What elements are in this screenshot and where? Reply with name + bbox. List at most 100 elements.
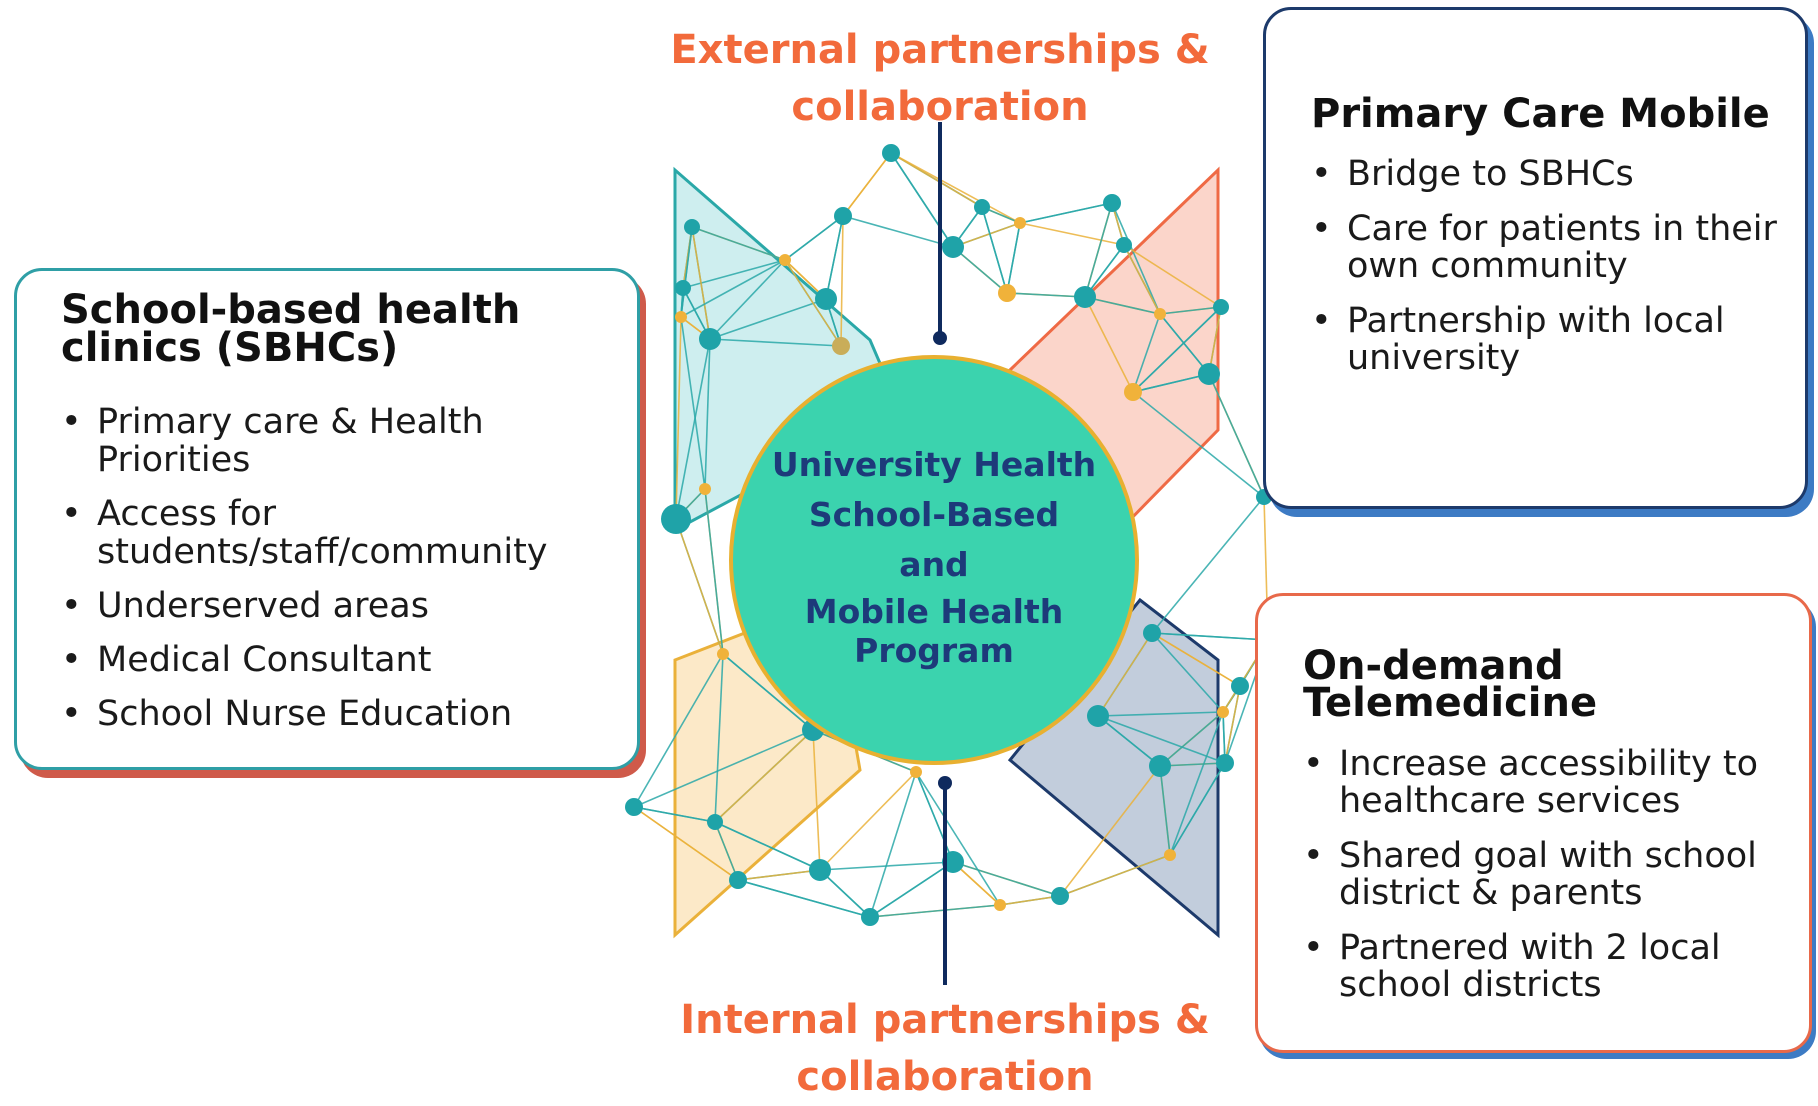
- network-edge: [714, 653, 724, 823]
- network-node: [942, 236, 964, 258]
- hub-line-3: and: [899, 545, 969, 584]
- network-edge: [842, 215, 954, 248]
- network-edge: [633, 653, 724, 808]
- network-node: [942, 851, 964, 873]
- network-edge: [869, 771, 917, 918]
- network-edge: [1159, 711, 1224, 767]
- network-edge: [682, 259, 786, 289]
- list-item: Shared goal with school district & paren…: [1303, 838, 1789, 912]
- list-item: Bridge to SBHCs: [1311, 156, 1785, 194]
- network-edge: [737, 879, 871, 918]
- network-edge: [714, 821, 821, 871]
- network-edge: [784, 259, 842, 347]
- network-edge: [1169, 711, 1224, 856]
- network-edge: [704, 488, 724, 655]
- network-node: [1014, 217, 1026, 229]
- network-node: [974, 199, 990, 215]
- list-item: Increase accessibility to healthcare ser…: [1303, 746, 1789, 820]
- network-edge: [709, 259, 786, 340]
- network-edge: [633, 806, 716, 823]
- network-edge: [1132, 306, 1222, 393]
- network-edge: [952, 861, 1061, 897]
- network-edge: [675, 518, 724, 655]
- network-node: [1154, 308, 1166, 320]
- network-edge: [680, 316, 706, 490]
- list-item: Partnership with local university: [1311, 303, 1785, 377]
- network-edge: [1132, 373, 1210, 393]
- network-edge: [819, 861, 954, 871]
- network-edge: [691, 226, 786, 261]
- network-edge: [819, 869, 871, 918]
- network-edge: [1084, 296, 1161, 315]
- network-node: [675, 311, 687, 323]
- network-edge: [1208, 306, 1222, 375]
- network-node: [1198, 363, 1220, 385]
- list-item: Medical Consultant: [61, 641, 607, 679]
- network-node: [625, 798, 643, 816]
- list-item: Partnered with 2 local school districts: [1303, 930, 1789, 1004]
- network-node: [779, 254, 791, 266]
- network-node: [1074, 286, 1096, 308]
- network-edge: [1084, 296, 1134, 393]
- network-edge: [1208, 373, 1265, 498]
- network-node: [699, 483, 711, 495]
- network-node: [661, 504, 691, 534]
- network-edge: [1019, 222, 1125, 246]
- network-edge: [842, 152, 892, 217]
- hub-line-2: School-Based: [808, 495, 1060, 534]
- hub-line-4: Mobile Health: [804, 592, 1064, 631]
- network-edge: [722, 653, 814, 731]
- network-edge: [1132, 313, 1161, 393]
- network-node: [1231, 677, 1249, 695]
- network-edge: [675, 338, 711, 520]
- list-item: Care for patients in their own community: [1311, 211, 1785, 285]
- network-node: [809, 859, 831, 881]
- network-edge: [840, 215, 844, 347]
- hub-line-5: Program: [854, 631, 1014, 670]
- network-edge: [704, 338, 711, 490]
- network-edge: [1097, 632, 1153, 717]
- network-node: [699, 328, 721, 350]
- network-edge: [1151, 496, 1265, 634]
- network-edge: [1132, 391, 1265, 498]
- network-edge: [714, 729, 814, 823]
- network-edge: [952, 222, 1021, 248]
- network-edge: [1006, 222, 1021, 294]
- network-edge: [737, 869, 821, 881]
- network-node: [882, 144, 900, 162]
- network-edge: [1224, 685, 1241, 764]
- network-edge: [869, 904, 1001, 918]
- network-node: [998, 284, 1016, 302]
- external-partnerships-label: External partnerships & collaboration: [670, 27, 1210, 130]
- network-edge: [691, 226, 711, 340]
- telemedicine-card: On-demand Telemedicine Increase accessib…: [1255, 593, 1812, 1053]
- network-edge: [1084, 202, 1113, 298]
- program-hub-text: University Health School-Based and Mobil…: [769, 440, 1099, 668]
- network-edge: [1123, 244, 1161, 315]
- network-node: [1103, 194, 1121, 212]
- network-node: [1116, 237, 1132, 253]
- network-node: [1213, 299, 1229, 315]
- internal-connector-dot: [938, 776, 952, 790]
- network-edge: [784, 215, 844, 261]
- network-edge: [1097, 711, 1224, 717]
- network-node: [910, 766, 922, 778]
- network-node: [684, 219, 700, 235]
- network-node: [1217, 706, 1229, 718]
- network-node: [1051, 887, 1069, 905]
- primary-care-mobile-card: Primary Care Mobile Bridge to SBHCs Care…: [1263, 7, 1808, 509]
- network-node: [832, 337, 850, 355]
- network-edge: [952, 246, 1008, 294]
- network-edge: [812, 729, 821, 871]
- list-item: Underserved areas: [61, 587, 607, 625]
- network-edge: [1151, 632, 1241, 687]
- network-edge: [1059, 765, 1161, 897]
- telemedicine-list: Increase accessibility to healthcare ser…: [1303, 746, 1789, 1004]
- network-node: [1143, 624, 1161, 642]
- network-edge: [825, 215, 844, 300]
- sbhc-card-title: School-based health clinics (SBHCs): [61, 287, 521, 371]
- external-connector-dot: [933, 331, 947, 345]
- network-edge: [1111, 202, 1161, 315]
- program-hub-circle: University Health School-Based and Mobil…: [729, 355, 1139, 765]
- network-edge: [819, 771, 917, 871]
